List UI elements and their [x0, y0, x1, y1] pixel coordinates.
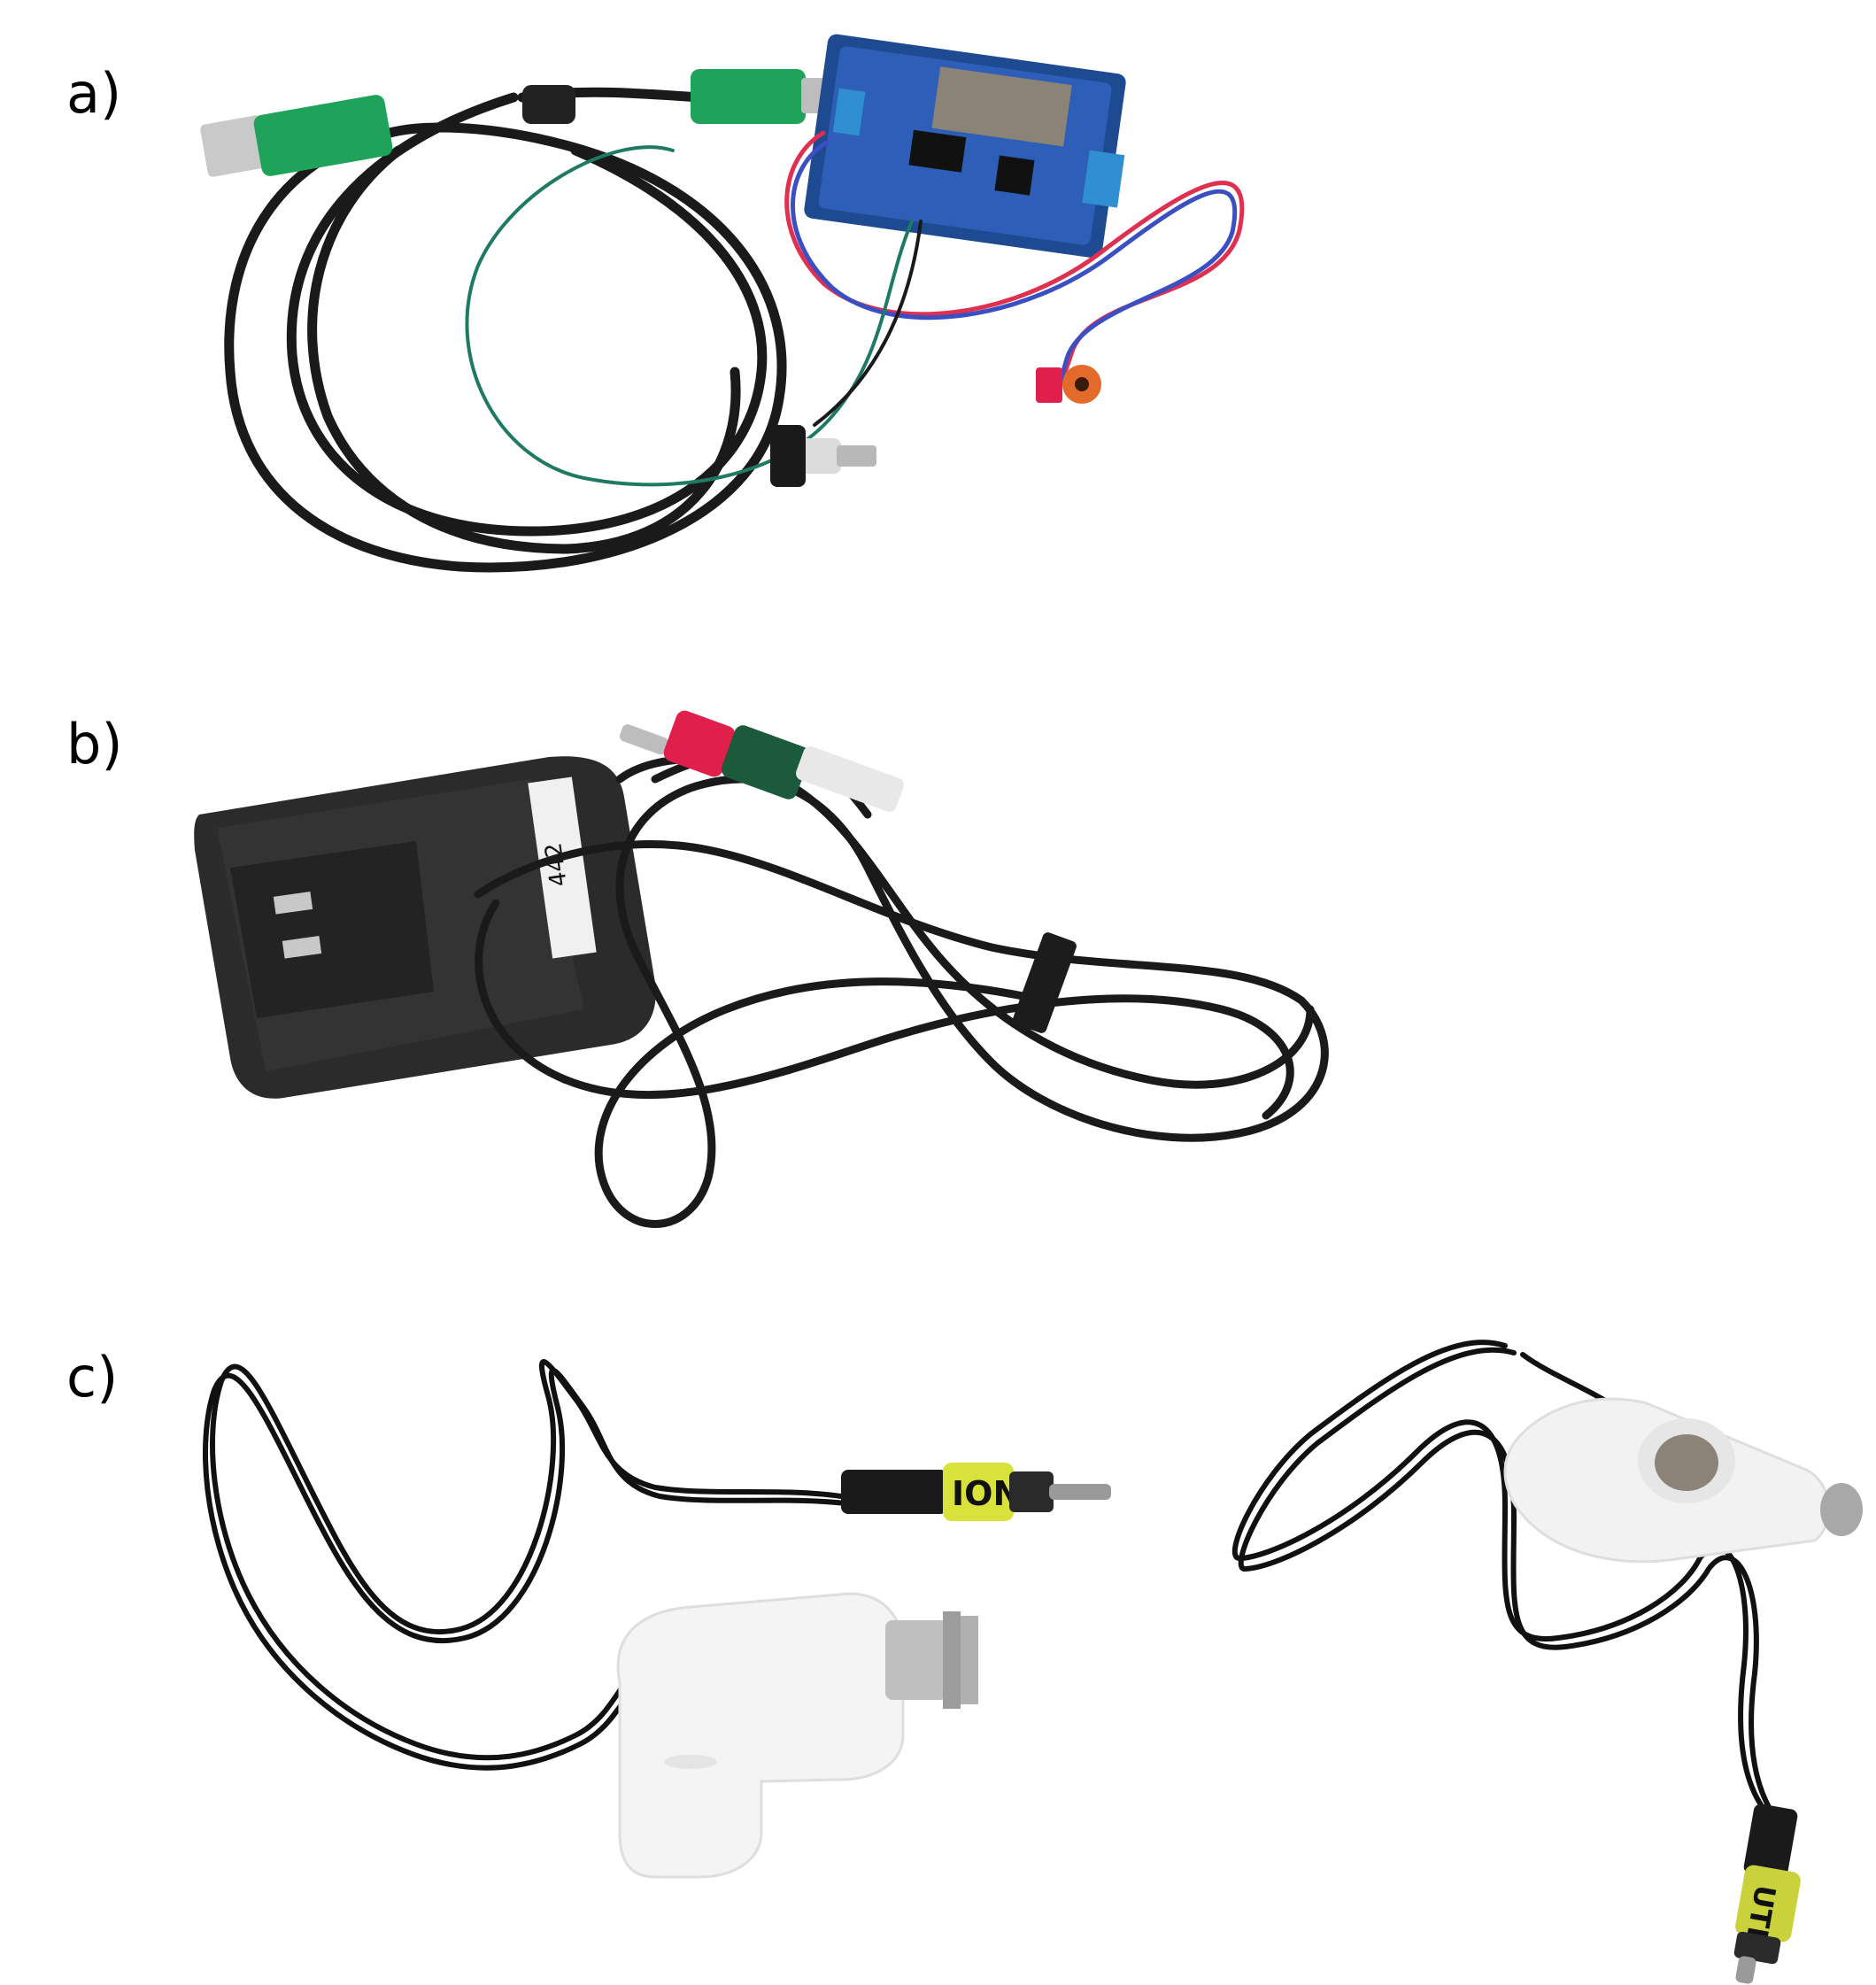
left-sensor-wire: [203, 1359, 848, 1771]
rca-plug-a: [770, 425, 876, 487]
rca-plug-right: UTI: [1733, 1803, 1801, 1984]
usb-plug-b: [691, 69, 837, 124]
pvc-sensor-left: [616, 1592, 978, 1879]
pvc-sensor-right: [1503, 1397, 1863, 1564]
motor-shield-board: [804, 34, 1126, 259]
ferrite-bead: [522, 85, 575, 124]
usb-plug-a: [200, 95, 393, 177]
panel-label-c: c): [66, 1345, 119, 1410]
velcro-strap: [1013, 932, 1077, 1033]
panel-label-a: a): [66, 61, 122, 126]
right-sensor-wire: [1231, 1340, 1775, 1816]
panel-c-photo: ION UTI: [203, 1340, 1863, 1984]
rca-plug-b: [619, 710, 904, 813]
panel-b-photo: 442: [194, 710, 1329, 1228]
usb-cable-coil: [224, 85, 787, 573]
power-adapter: 442: [194, 756, 656, 1099]
rca-jack-red: [1036, 365, 1101, 404]
panel-label-b: b): [66, 712, 123, 776]
rca-plug-left: ION: [841, 1463, 1111, 1521]
panel-a-photo: [200, 34, 1245, 573]
